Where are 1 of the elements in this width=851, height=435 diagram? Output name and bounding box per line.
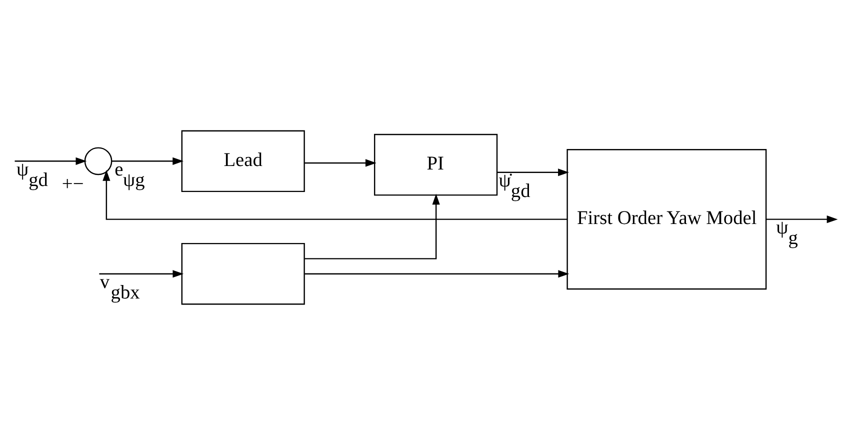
node-label: +− bbox=[62, 174, 84, 195]
